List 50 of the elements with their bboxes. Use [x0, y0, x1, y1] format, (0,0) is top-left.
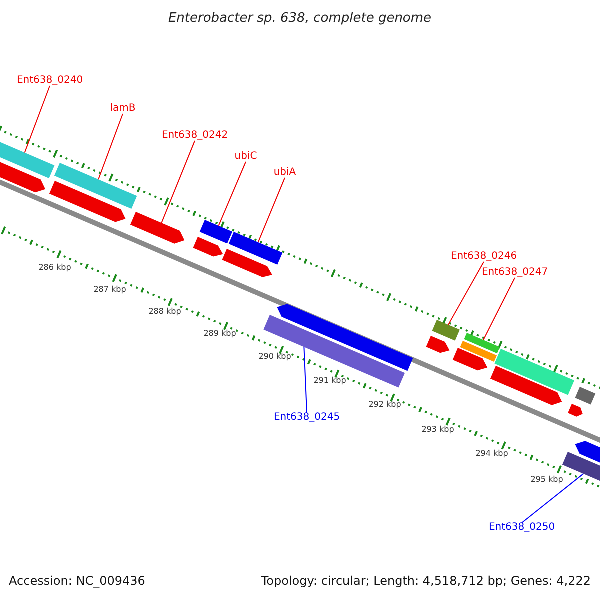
gene-feature	[575, 387, 596, 405]
leader-line	[522, 473, 584, 524]
gene-feature	[49, 181, 126, 222]
scale-label: 294 kbp	[476, 450, 508, 458]
gene-feature	[494, 349, 574, 396]
gene-feature	[432, 320, 460, 341]
scale-label: 292 kbp	[368, 401, 402, 409]
gene-feature	[0, 160, 46, 193]
scale-label: 287 kbp	[94, 286, 126, 294]
map-title: Enterobacter sp. 638, complete genome	[167, 12, 433, 25]
gene-feature	[54, 163, 138, 210]
gene-feature	[228, 232, 283, 265]
gene-label: Ent638_0246	[450, 252, 518, 262]
leader-line	[448, 262, 484, 326]
gene-feature	[490, 366, 562, 406]
gene-feature	[130, 212, 185, 244]
scale-label: 291 kbp	[314, 377, 346, 385]
gene-label: ubiC	[234, 152, 258, 162]
gene-feature	[193, 237, 224, 257]
gene-feature	[426, 336, 450, 354]
leader-line	[304, 346, 308, 414]
gene-feature	[452, 348, 488, 371]
gene-label: Ent638_0250	[488, 523, 556, 533]
gene-feature	[200, 220, 233, 244]
genome-info-text: Topology: circular; Length: 4,518,712 bp; Genes: 4,222	[261, 575, 591, 587]
gene-feature	[0, 140, 55, 179]
scale-label: 288 kbp	[148, 308, 182, 316]
leader-line	[483, 278, 516, 341]
accession-text: Accession: NC_009436	[9, 575, 146, 587]
gene-feature	[460, 341, 497, 362]
gene-label: Ent638_0240	[16, 76, 84, 86]
leader-line	[218, 162, 246, 226]
leader-line	[98, 114, 124, 180]
gene-label: Ent638_0247	[482, 268, 548, 278]
leader-line	[24, 86, 50, 154]
gene-label: Ent638_0245	[274, 413, 340, 423]
scale-label: 295 kbp	[530, 476, 564, 484]
scale-label: 290 kbp	[258, 353, 292, 361]
scale-label: 293 kbp	[422, 426, 454, 434]
gene-feature	[277, 304, 414, 372]
gene-feature	[464, 333, 500, 354]
gene-label: Ent638_0242	[162, 131, 228, 141]
gene-feature	[222, 249, 272, 278]
leader-line	[161, 140, 196, 224]
scale-label: 286 kbp	[38, 264, 72, 272]
scale-label: 289 kbp	[204, 330, 236, 338]
leader-line	[258, 178, 286, 243]
gene-feature	[568, 404, 583, 417]
gene-label: ubiA	[274, 168, 296, 178]
gene-label: lamB	[110, 104, 136, 114]
